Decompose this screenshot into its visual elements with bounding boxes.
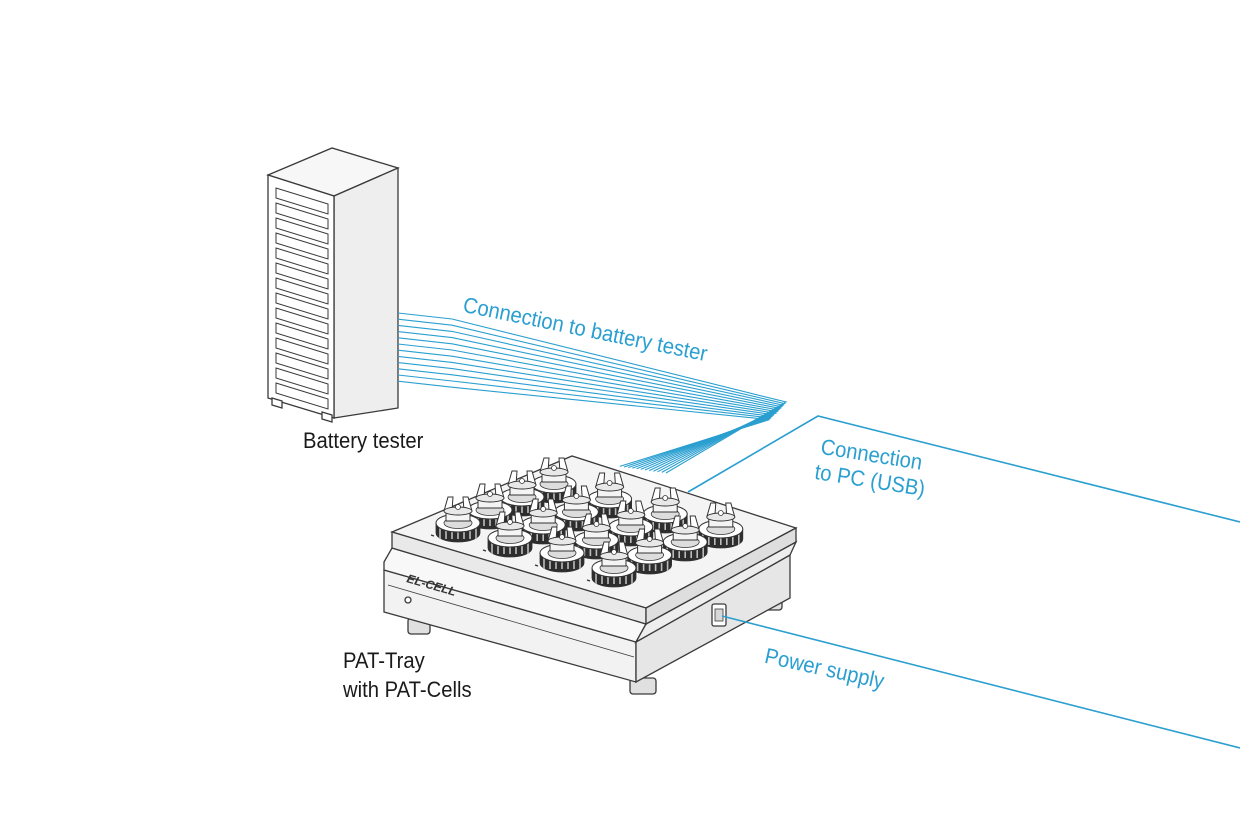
pat-cell bbox=[430, 496, 481, 543]
usb-cable bbox=[687, 415, 1240, 523]
cable-wire bbox=[397, 362, 775, 469]
rack-slot bbox=[275, 382, 329, 410]
pat-cells bbox=[430, 457, 744, 588]
cable-bundle bbox=[397, 312, 788, 474]
rack-slot bbox=[275, 322, 329, 350]
rack-slot bbox=[275, 247, 329, 275]
pat-cell bbox=[482, 511, 533, 558]
rack-slot bbox=[275, 307, 329, 335]
rack-slot bbox=[275, 217, 329, 245]
battery-tester-rack bbox=[266, 147, 400, 423]
pat-tray: EL-CELL bbox=[383, 455, 798, 695]
cable-wire bbox=[397, 343, 781, 471]
rack-slot bbox=[275, 232, 329, 260]
cable-wire bbox=[397, 331, 784, 472]
rack-slots bbox=[275, 187, 329, 410]
cable-wire bbox=[397, 349, 779, 470]
cable-wire bbox=[397, 355, 778, 470]
cable-wire bbox=[397, 318, 787, 473]
rack-slot bbox=[275, 187, 329, 215]
cable-wire bbox=[397, 380, 770, 467]
pat-cell bbox=[622, 528, 673, 575]
cable-wire bbox=[397, 374, 772, 468]
pat-cell bbox=[586, 541, 637, 588]
pat-tray-label-line1: PAT-Tray bbox=[343, 648, 425, 673]
pat-tray-label-line2: with PAT-Cells bbox=[343, 677, 472, 702]
cable-wire bbox=[397, 312, 788, 474]
rack-slot bbox=[275, 277, 329, 305]
rack-slot bbox=[275, 202, 329, 230]
battery-tester-label: Battery tester bbox=[303, 428, 424, 453]
rack-slot bbox=[275, 262, 329, 290]
cable-wire bbox=[397, 324, 785, 473]
power-cable bbox=[721, 615, 1240, 749]
pat-cell bbox=[534, 526, 585, 573]
rack-slot bbox=[275, 352, 329, 380]
pat-cell bbox=[637, 487, 688, 534]
cable-wire bbox=[397, 337, 782, 472]
rack-slot bbox=[275, 367, 329, 395]
rack-slot bbox=[275, 337, 329, 365]
pat-cell bbox=[693, 502, 744, 549]
rack-slot bbox=[275, 292, 329, 320]
